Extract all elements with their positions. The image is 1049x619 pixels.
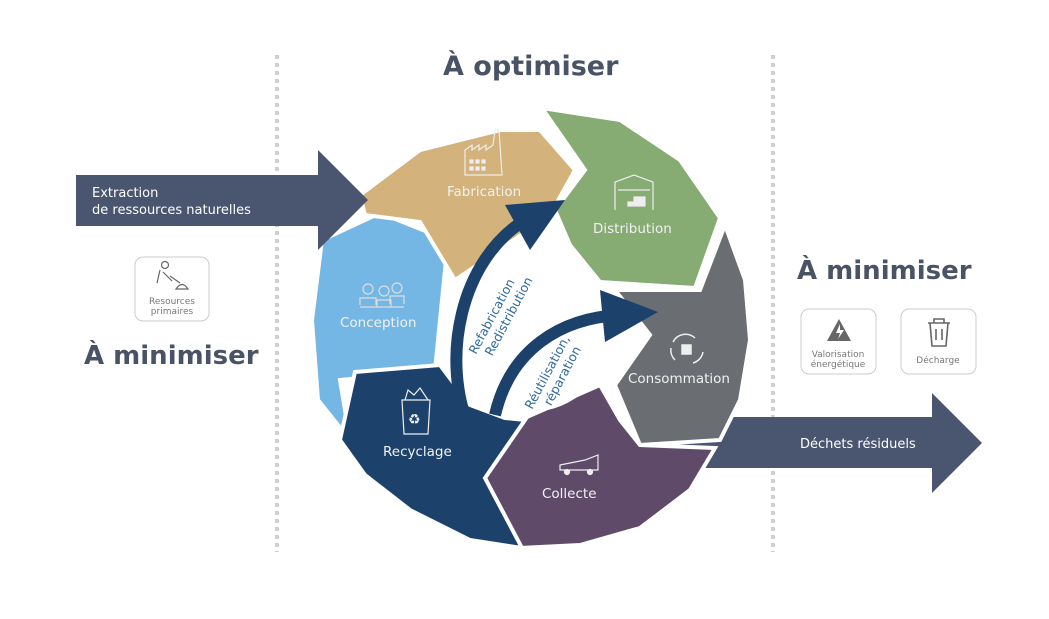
inner-arrow-reutilisation <box>489 309 621 417</box>
inner-arrow-refabrication <box>450 214 529 433</box>
worker-shovel-icon <box>156 260 190 290</box>
box-resources-line2: primaires <box>151 307 194 317</box>
dump-truck-icon <box>559 454 599 476</box>
factory-icon <box>464 129 503 176</box>
segment-conception <box>309 210 451 448</box>
output-arrow-label: Déchets résiduels <box>800 437 916 452</box>
inner-circle <box>448 248 612 412</box>
label-recyclage: Recyclage <box>383 444 452 460</box>
heading-minimize-right: À minimiser <box>797 254 972 286</box>
recycling-bin-icon: ♻ <box>401 387 431 435</box>
box-resources-primaires <box>134 256 210 322</box>
input-arrow-line2: de ressources naturelles <box>92 203 251 218</box>
warehouse-icon <box>614 174 654 210</box>
inner-arrow-refabrication-head <box>505 200 565 250</box>
box-valorisation-line1: Valorisation <box>812 350 865 360</box>
box-valorisation <box>800 308 877 375</box>
recycle-box-icon <box>670 333 704 364</box>
trash-bin-icon <box>928 318 950 347</box>
heading-optimize: À optimiser <box>443 50 619 82</box>
label-consommation: Consommation <box>628 371 730 387</box>
svg-text:♻: ♻ <box>408 411 421 427</box>
box-decharge <box>900 308 977 375</box>
input-arrow <box>76 150 368 250</box>
inner-arrow-reutilisation-head <box>600 290 658 342</box>
label-distribution: Distribution <box>593 221 672 237</box>
box-resources-line1: Resources <box>149 297 195 307</box>
label-conception: Conception <box>340 315 416 331</box>
team-icon <box>359 282 405 308</box>
label-collecte: Collecte <box>542 486 597 502</box>
heading-minimize-left: À minimiser <box>84 339 259 371</box>
box-decharge-label: Décharge <box>916 355 960 366</box>
lightning-warning-icon <box>827 319 851 341</box>
input-arrow-line1: Extraction <box>92 186 158 201</box>
segment-distribution <box>537 105 723 291</box>
box-valorisation-line2: énergétique <box>811 359 866 370</box>
label-fabrication: Fabrication <box>447 184 521 200</box>
